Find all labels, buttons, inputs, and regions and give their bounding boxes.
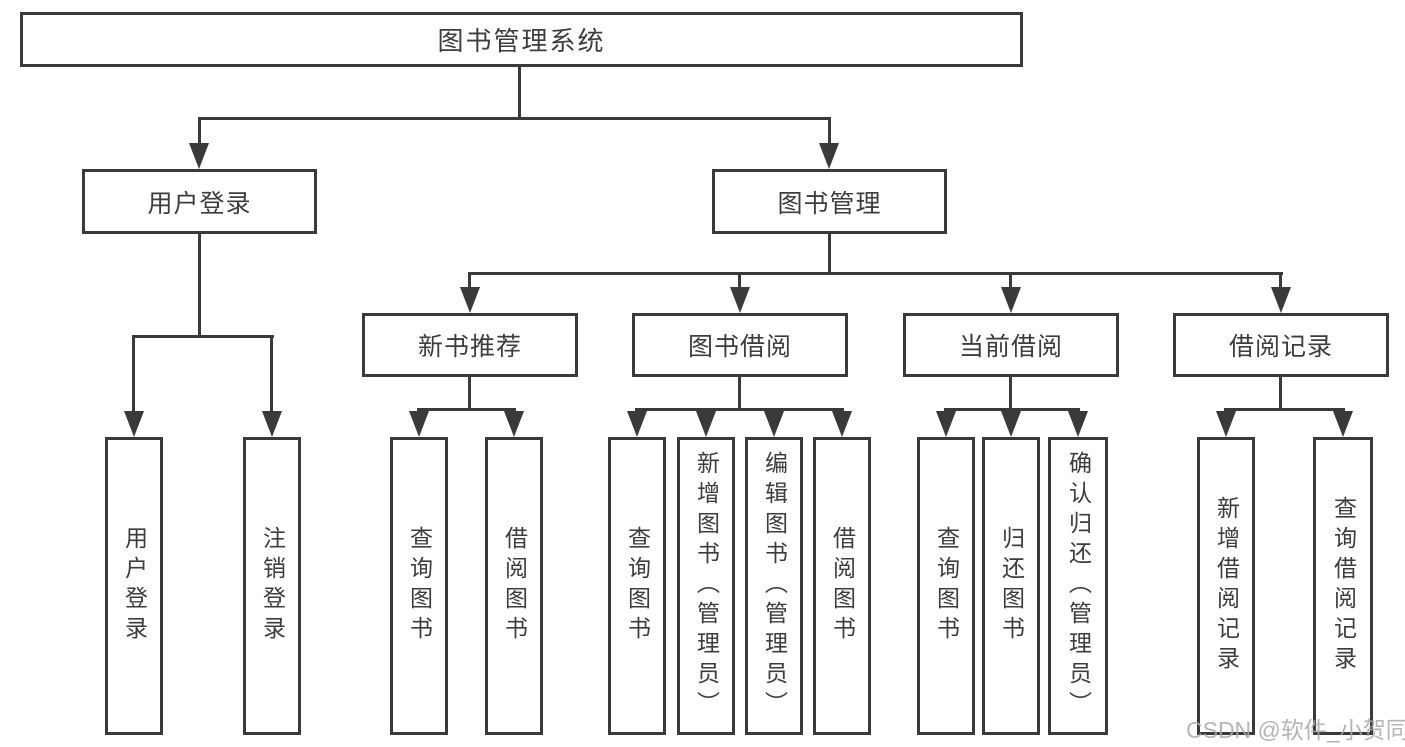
- arrowhead-book-borrow: [730, 287, 750, 313]
- connector-mgmt-hbar: [468, 272, 1283, 275]
- node-borrowing-records: 借阅记录: [1173, 313, 1389, 377]
- leaf-borrow-add-book-admin: 新增图书（管理员）: [677, 437, 735, 735]
- connector-user-stem: [198, 232, 201, 337]
- connector-drop-current-borrow: [1009, 272, 1012, 290]
- node-new-book-recommend: 新书推荐: [362, 313, 578, 377]
- arrowhead-records-leaf-1: [1216, 411, 1236, 437]
- connector-root-hbar: [198, 117, 831, 120]
- connector-newbooks-hbar: [417, 408, 516, 411]
- arrowhead-bookborrow-leaf-4: [832, 411, 852, 437]
- leaf-records-query-record: 查询借阅记录: [1313, 437, 1373, 735]
- connector-user-hbar: [132, 335, 274, 338]
- arrowhead-currentborrow-leaf-3: [1068, 411, 1088, 437]
- connector-drop-new-books: [468, 272, 471, 290]
- leaf-records-add-record: 新增借阅记录: [1197, 437, 1255, 735]
- leaf-borrow-borrow-book: 借阅图书: [813, 437, 871, 735]
- arrowhead-currentborrow-leaf-2: [1001, 411, 1021, 437]
- arrowhead-bookborrow-leaf-2: [696, 411, 716, 437]
- arrowhead-newbooks-leaf-1: [409, 411, 429, 437]
- leaf-borrow-query-book: 查询图书: [608, 437, 666, 735]
- arrowhead-user-leaf-2: [262, 411, 282, 437]
- arrowhead-user-leaf-1: [124, 411, 144, 437]
- connector-mgmt-stem: [828, 232, 831, 275]
- arrowhead-newbooks-leaf-2: [504, 411, 524, 437]
- node-library-system: 图书管理系统: [20, 12, 1023, 67]
- leaf-logout: 注销登录: [243, 437, 301, 735]
- connector-bookborrow-stem: [738, 375, 741, 411]
- arrowhead-records-leaf-2: [1333, 411, 1353, 437]
- leaf-newbooks-query-book: 查询图书: [390, 437, 448, 735]
- arrowhead-new-books: [460, 287, 480, 313]
- connector-currentborrow-hbar: [944, 408, 1080, 411]
- leaf-current-return-book: 归还图书: [982, 437, 1040, 735]
- node-book-borrowing-label: 图书借阅: [687, 333, 792, 361]
- node-book-management-label: 图书管理: [777, 189, 882, 218]
- node-current-borrowing: 当前借阅: [903, 313, 1119, 377]
- connector-drop-borrow-records: [1279, 272, 1282, 290]
- arrowhead-bookborrow-leaf-3: [764, 411, 784, 437]
- node-user-login-label: 用户登录: [147, 189, 252, 218]
- connector-drop-book-borrow: [738, 272, 741, 290]
- connector-drop-book-mgmt: [828, 117, 831, 147]
- connector-root-stem: [518, 67, 521, 119]
- node-user-login: 用户登录: [82, 169, 317, 234]
- connector-newbooks-stem: [468, 375, 471, 411]
- node-current-borrowing-label: 当前借阅: [958, 333, 1063, 361]
- leaf-newbooks-borrow-book: 借阅图书: [485, 437, 543, 735]
- arrowhead-bookborrow-leaf-1: [627, 411, 647, 437]
- arrowhead-current-borrow: [1001, 287, 1021, 313]
- connector-currentborrow-stem: [1009, 375, 1012, 411]
- connector-drop-user-leaf-2: [270, 335, 273, 415]
- node-library-system-label: 图书管理系统: [437, 26, 606, 56]
- csdn-watermark: CSDN @软件_小贺同学: [1186, 717, 1405, 743]
- arrowhead-book-mgmt: [819, 143, 839, 169]
- arrowhead-borrow-records: [1271, 287, 1291, 313]
- leaf-current-confirm-return-admin: 确认归还（管理员）: [1048, 437, 1108, 735]
- node-book-management: 图书管理: [712, 169, 947, 234]
- leaf-borrow-edit-book-admin: 编辑图书（管理员）: [745, 437, 803, 735]
- connector-records-hbar: [1224, 408, 1345, 411]
- connector-drop-user-login: [198, 117, 201, 147]
- arrowhead-currentborrow-leaf-1: [936, 411, 956, 437]
- connector-drop-user-leaf-1: [132, 335, 135, 415]
- connector-bookborrow-hbar: [635, 408, 844, 411]
- node-borrowing-records-label: 借阅记录: [1228, 333, 1333, 361]
- connector-records-stem: [1279, 375, 1282, 411]
- leaf-current-query-book: 查询图书: [917, 437, 975, 735]
- leaf-user-login: 用户登录: [105, 437, 163, 735]
- arrowhead-user-login: [189, 143, 209, 169]
- node-book-borrowing: 图书借阅: [632, 313, 848, 377]
- node-new-book-recommend-label: 新书推荐: [417, 333, 522, 361]
